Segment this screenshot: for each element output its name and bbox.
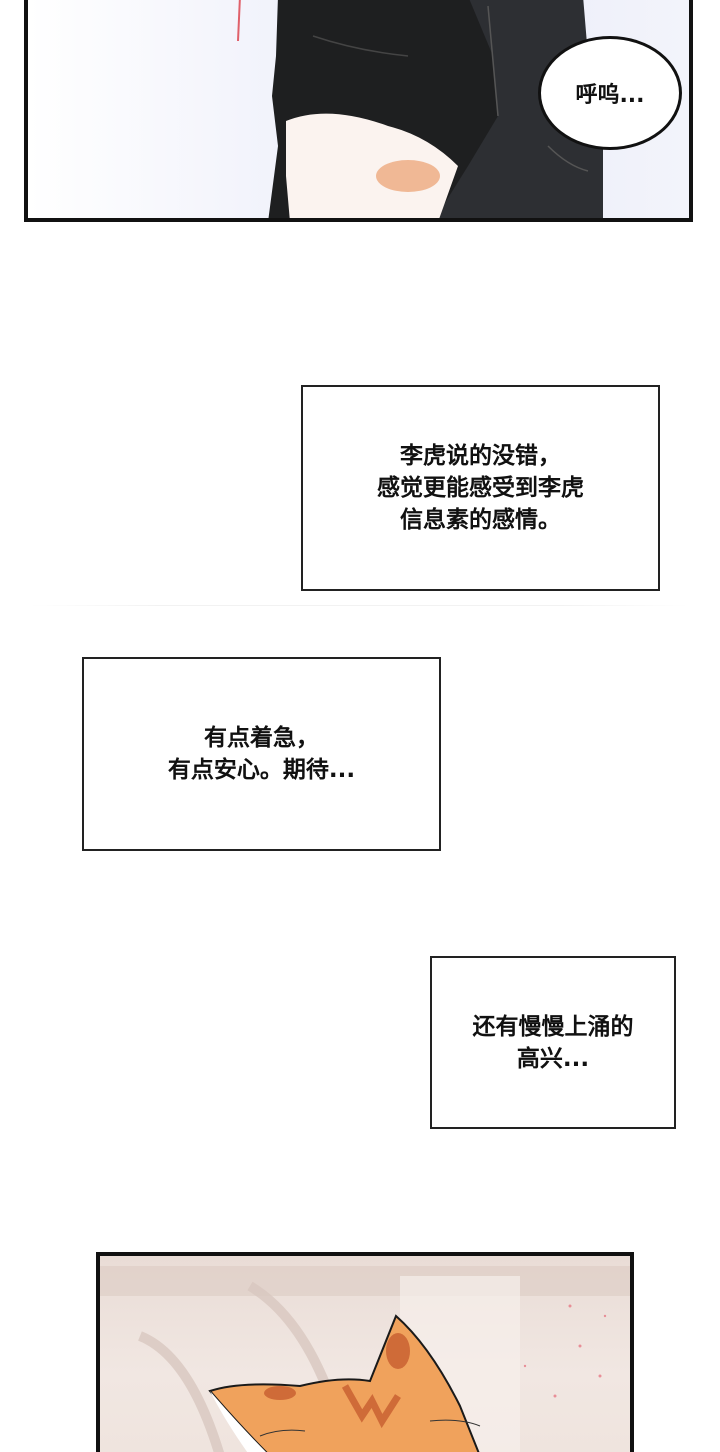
narration-line: 有点安心。期待... <box>167 757 356 783</box>
cat-illustration <box>100 1266 630 1452</box>
narration-line: 感觉更能感受到李虎 <box>377 475 584 501</box>
narration-line: 信息素的感情。 <box>400 507 561 533</box>
speech-bubble-text: 呼呜... <box>575 83 645 108</box>
speech-bubble: 呼呜... <box>538 36 682 150</box>
top-comic-panel: 呼呜... <box>24 0 693 222</box>
bottom-comic-panel <box>96 1252 634 1452</box>
panel-gap-divider <box>30 605 690 606</box>
narration-line: 高兴... <box>516 1045 590 1072</box>
narration-box-1: 李虎说的没错， 感觉更能感受到李虎 信息素的感情。 <box>301 385 660 591</box>
narration-box-2: 有点着急， 有点安心。期待... <box>82 657 441 851</box>
red-streak-icon <box>237 0 241 42</box>
sparkle-icon <box>523 1304 607 1398</box>
narration-line: 有点着急， <box>204 725 319 751</box>
narration-box-3: 还有慢慢上涌的 高兴... <box>430 956 676 1129</box>
narration-line: 李虎说的没错， <box>400 443 561 469</box>
narration-line: 还有慢慢上涌的 <box>472 1013 634 1040</box>
